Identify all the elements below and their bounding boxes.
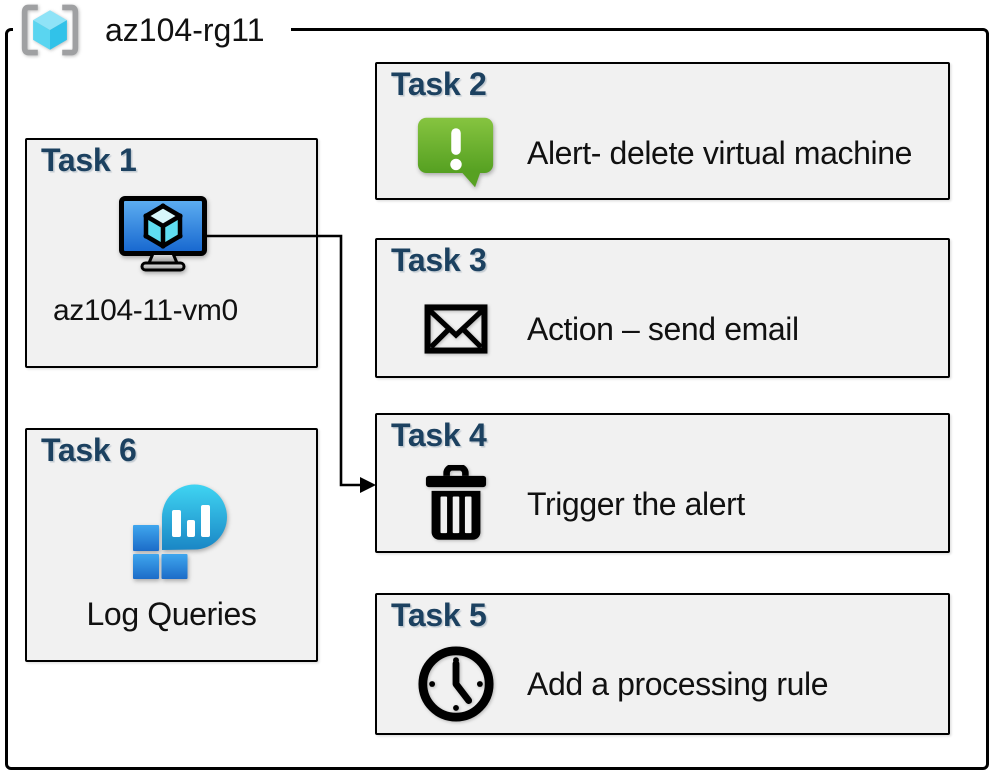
task-4-title: Task 4 (391, 417, 487, 453)
resource-group-title: az104-rg11 (105, 11, 265, 48)
task-1-label: az104-11-vm0 (53, 294, 238, 327)
task-3-row: Action – send email (411, 284, 934, 374)
task-5-label: Add a processing rule (527, 665, 829, 702)
task-box-3: Task 3 Action – send email (375, 238, 950, 378)
task-1-title: Task 1 (41, 142, 137, 178)
task-4-label: Trigger the alert (527, 485, 745, 522)
task-box-1: Task 1 az104-11-vm0 (25, 138, 318, 368)
task-box-2: Task 2 Alert- delete virtual machine (375, 62, 950, 200)
task-3-label: Action – send email (527, 310, 799, 347)
task-box-5: Task 5 Add a processing rule (375, 593, 950, 735)
task-2-title: Task 2 (391, 66, 487, 102)
task-6-label: Log Queries (86, 596, 257, 632)
task-3-title: Task 3 (391, 242, 487, 278)
log-analytics-icon (133, 484, 227, 579)
task-box-4: Task 4 Trigger the alert (375, 413, 950, 553)
alert-message-icon (417, 117, 494, 188)
task-4-row: Trigger the alert (411, 459, 934, 549)
task-6-title: Task 6 (41, 432, 137, 468)
task-2-label: Alert- delete virtual machine (527, 134, 913, 171)
task-5-row: Add a processing rule (411, 639, 934, 729)
clock-schedule-icon (418, 646, 494, 722)
trash-delete-icon (425, 465, 487, 540)
virtual-machine-icon (119, 196, 207, 272)
resource-group-header: az104-rg11 (13, 2, 291, 58)
resource-group-icon (21, 4, 79, 56)
email-envelope-icon (424, 304, 488, 354)
task-box-6: Task 6 Log Queries (25, 428, 318, 662)
task-2-row: Alert- delete virtual machine (411, 108, 934, 198)
task-5-title: Task 5 (391, 597, 487, 633)
